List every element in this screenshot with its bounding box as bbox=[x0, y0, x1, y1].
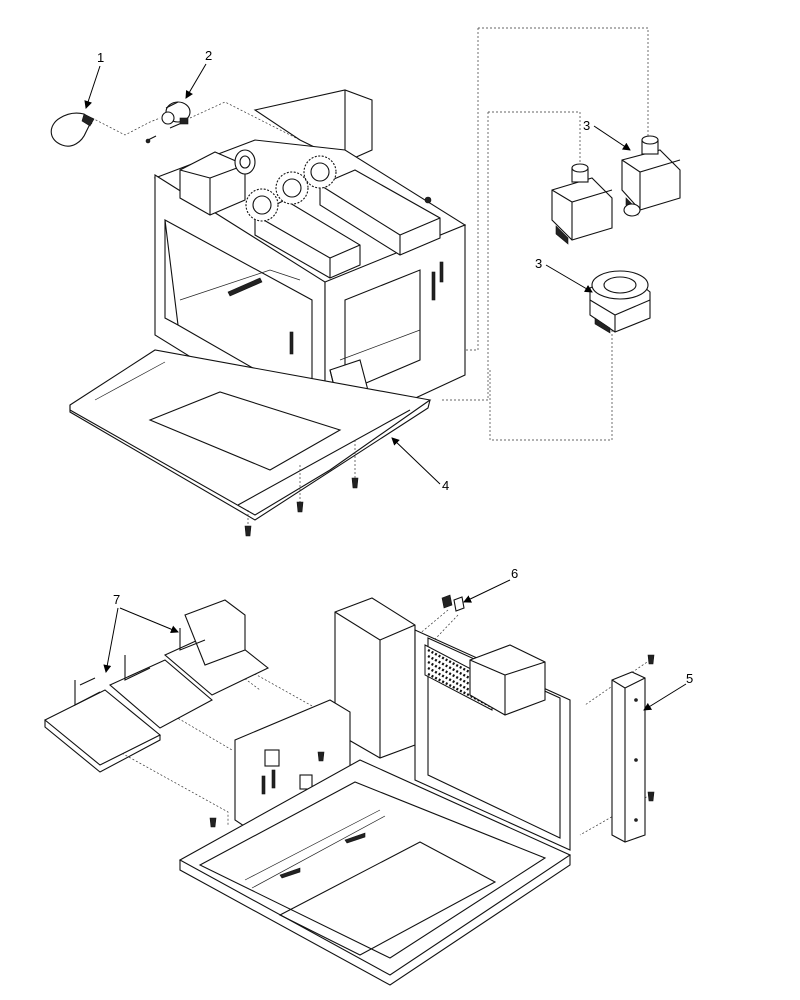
callout-7: 7 bbox=[103, 592, 179, 673]
callout-3-lower: 3 bbox=[535, 256, 593, 293]
magnetron-icon[interactable] bbox=[551, 135, 681, 334]
screw-icon bbox=[209, 654, 655, 828]
svg-text:6: 6 bbox=[511, 566, 518, 581]
svg-text:4: 4 bbox=[442, 478, 449, 493]
bottom-base-plate-icon[interactable] bbox=[178, 759, 572, 986]
svg-text:3: 3 bbox=[583, 118, 590, 133]
waveguide-cover-icon[interactable] bbox=[43, 599, 270, 773]
screw-icon bbox=[244, 196, 432, 537]
side-bracket-icon[interactable] bbox=[611, 671, 646, 843]
svg-text:3: 3 bbox=[535, 256, 542, 271]
callout-4: 4 bbox=[391, 437, 449, 493]
rear-frame-assembly bbox=[234, 597, 571, 851]
guide-line-magnetron-mid bbox=[440, 111, 581, 401]
guide-line-bulb bbox=[91, 117, 161, 136]
svg-text:1: 1 bbox=[97, 50, 104, 65]
base-tray-icon[interactable] bbox=[69, 349, 432, 521]
callout-5: 5 bbox=[643, 671, 693, 711]
stirrer-gear-icon bbox=[245, 155, 337, 222]
callout-6: 6 bbox=[463, 566, 518, 603]
guide-line-part7 bbox=[79, 644, 356, 825]
callout-2: 2 bbox=[185, 48, 212, 99]
guide-line-socket bbox=[189, 101, 301, 141]
clip-icon[interactable] bbox=[441, 594, 465, 612]
svg-text:5: 5 bbox=[686, 671, 693, 686]
callout-1: 1 bbox=[84, 50, 104, 109]
svg-text:7: 7 bbox=[113, 592, 120, 607]
callout-3-upper: 3 bbox=[583, 118, 631, 151]
light-bulb-icon[interactable] bbox=[50, 112, 95, 147]
lamp-socket-icon[interactable] bbox=[145, 101, 191, 144]
guide-line-magnetron-lower bbox=[489, 330, 613, 441]
svg-text:2: 2 bbox=[205, 48, 212, 63]
